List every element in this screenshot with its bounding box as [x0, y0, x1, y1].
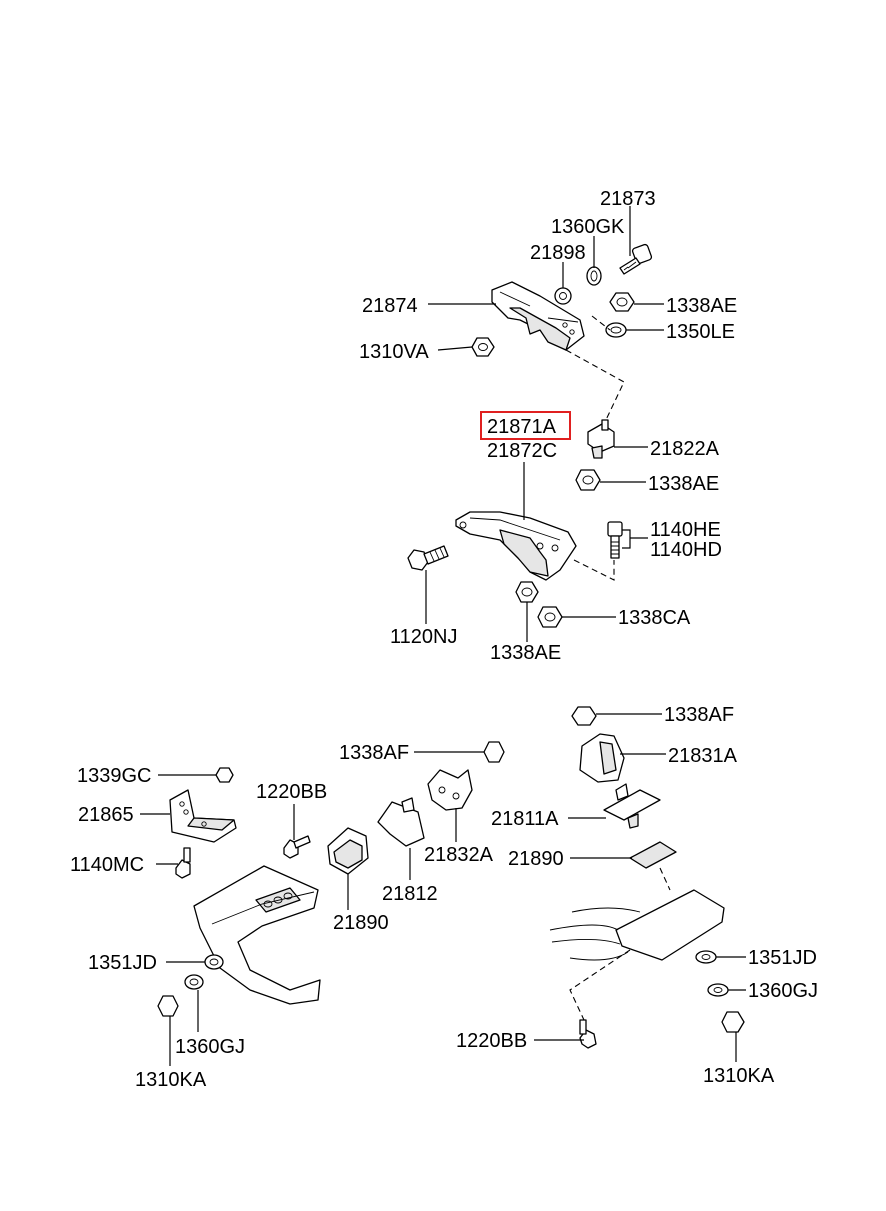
washer-1360GJ-left [184, 974, 204, 990]
washer-1350LE [605, 322, 627, 338]
bracket-21832A [427, 769, 473, 811]
label-1140HE: 1140HE [650, 519, 721, 541]
label-1339GC: 1339GC [77, 765, 152, 787]
nut-1338AE-top [609, 292, 635, 312]
label-1338AE-top: 1338AE [666, 295, 737, 317]
label-21832A: 21832A [424, 844, 494, 866]
label-1140HD: 1140HD [650, 539, 722, 561]
label-21812: 21812 [382, 883, 438, 905]
label-1350LE: 1350LE [666, 321, 735, 343]
bolt-21873 [619, 243, 653, 275]
label-1360GJ-right: 1360GJ [748, 980, 818, 1002]
leader-lines [140, 206, 746, 1066]
label-21865: 21865 [78, 804, 134, 826]
bolt-1140HE [607, 521, 623, 559]
switch-21811A [603, 783, 661, 829]
bolt-1120NJ [407, 545, 449, 571]
label-1140MC: 1140MC [70, 854, 144, 876]
nut-1338AF-right [571, 706, 597, 726]
lower-mount-assembly [407, 419, 623, 628]
label-21871A[interactable]: 21871A [487, 416, 557, 438]
label-21811A: 21811A [491, 808, 559, 830]
mount-bracket-21874 [491, 281, 585, 351]
label-1360GK: 1360GK [551, 216, 625, 238]
pedal-arm-left [193, 865, 321, 1005]
nut-1338AF-middle [483, 741, 505, 763]
label-21890-middle: 21890 [333, 912, 389, 934]
label-1220BB-bottom: 1220BB [456, 1030, 527, 1052]
nut-1310KA-left [157, 995, 179, 1017]
label-1310VA: 1310VA [359, 341, 429, 363]
label-21872C: 21872C [487, 440, 557, 462]
label-1338AF-middle: 1338AF [339, 742, 409, 764]
washer-1351JD-right [695, 950, 717, 964]
label-21898: 21898 [530, 242, 586, 264]
label-21873: 21873 [600, 188, 656, 210]
bracket-21865 [169, 789, 237, 843]
label-1120NJ: 1120NJ [390, 626, 457, 648]
label-1351JD-left: 1351JD [88, 952, 157, 974]
label-1338CA: 1338CA [618, 607, 691, 629]
label-1220BB-top: 1220BB [256, 781, 327, 803]
stud-21822A [587, 419, 615, 459]
washer-1360GJ-right [707, 983, 729, 997]
label-1338AF-right: 1338AF [664, 704, 734, 726]
label-1338AE-middle: 1338AE [648, 473, 719, 495]
pad-21890-right [629, 841, 677, 869]
bolt-1220BB-bottom [579, 1019, 597, 1049]
pedal-arm-right [549, 889, 725, 961]
label-21822A: 21822A [650, 438, 720, 460]
label-1338AE-lower: 1338AE [490, 642, 561, 664]
label-1351JD-right: 1351JD [748, 947, 817, 969]
bolt-1140MC [175, 847, 191, 879]
label-1310KA-right: 1310KA [703, 1065, 775, 1087]
bracket-21871A [455, 511, 577, 581]
label-1360GJ-left: 1360GJ [175, 1036, 245, 1058]
bracket-21831A [579, 733, 625, 783]
clip-21812 [377, 797, 425, 847]
nut-1310VA [471, 337, 495, 357]
pad-21890-middle [327, 827, 369, 875]
right-pedal-assembly [549, 706, 745, 1049]
nut-1338AE-middle [575, 469, 601, 491]
nut-1310KA-right [721, 1011, 745, 1033]
label-1310KA-left: 1310KA [135, 1069, 207, 1091]
highlight-box-21871A [480, 411, 571, 440]
washer-21898 [554, 287, 572, 305]
left-pedal-assembly [157, 741, 505, 1017]
nut-1339GC [215, 767, 234, 783]
label-21890-right: 21890 [508, 848, 564, 870]
part-labels: 21873 1360GK 21898 21874 1338AE 1350LE 1… [70, 188, 818, 1091]
nut-1338CA [537, 606, 563, 628]
nut-1338AE-lower [515, 581, 539, 603]
upper-mount-assembly [471, 243, 653, 425]
washer-1360GK [586, 266, 602, 286]
washer-1351JD-left [204, 954, 224, 970]
bolt-1220BB-top [283, 835, 311, 859]
label-21874: 21874 [362, 295, 418, 317]
label-21831A: 21831A [668, 745, 738, 767]
